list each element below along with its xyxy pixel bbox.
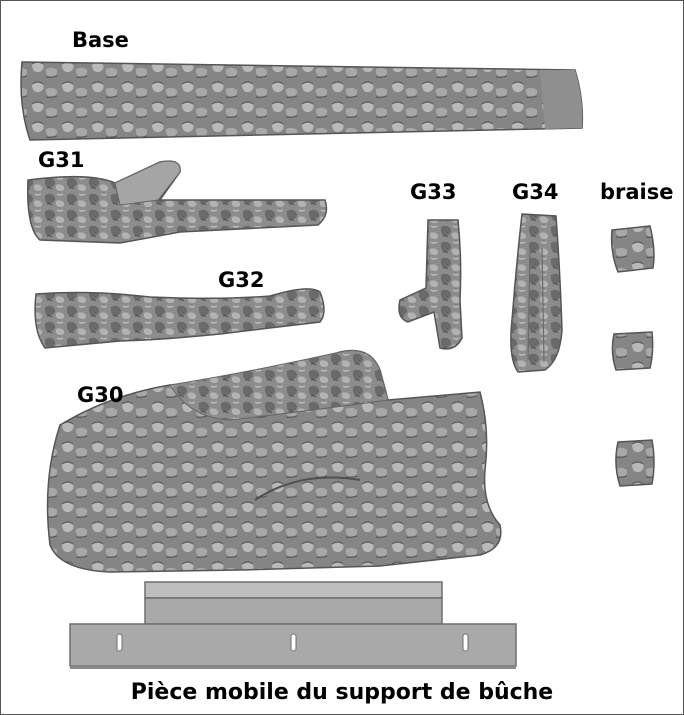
log-support-bracket bbox=[70, 582, 516, 669]
g31-log bbox=[28, 161, 327, 243]
g32-log bbox=[35, 289, 324, 348]
label-g30: G30 bbox=[77, 385, 123, 406]
label-g32: G32 bbox=[218, 270, 264, 291]
g33-log bbox=[399, 220, 462, 349]
label-braise: braise bbox=[600, 182, 674, 203]
figure-caption: Pièce mobile du support de bûche bbox=[0, 680, 684, 705]
base-log bbox=[21, 62, 582, 140]
ember-piece bbox=[612, 332, 652, 370]
label-g34: G34 bbox=[512, 182, 558, 203]
g34-log bbox=[511, 214, 562, 372]
label-g33: G33 bbox=[410, 182, 456, 203]
ember-piece bbox=[612, 226, 654, 272]
label-g31: G31 bbox=[38, 150, 84, 171]
ember-piece bbox=[616, 440, 654, 486]
label-base: Base bbox=[72, 30, 129, 51]
